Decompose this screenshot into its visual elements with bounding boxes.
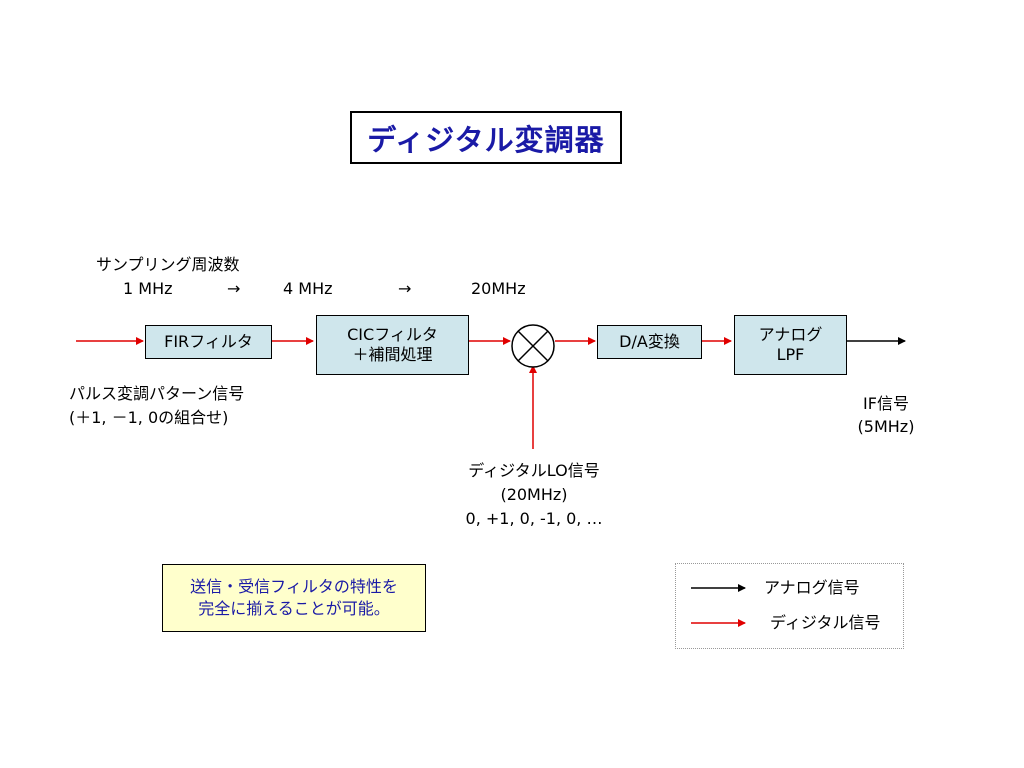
lo-signal-sequence: 0, +1, 0, -1, 0, … [465, 509, 603, 528]
legend-analog-label: アナログ信号 [764, 578, 860, 597]
rate-arrow-icon: → [398, 279, 412, 298]
title-box: ディジタル変調器 [350, 111, 622, 164]
analog-lpf-sublabel: LPF [776, 345, 805, 364]
fir-filter-label: FIRフィルタ [164, 332, 253, 351]
sampling-rate-3: 20MHz [471, 279, 526, 298]
input-signal-label: パルス変調パターン信号 [69, 384, 245, 403]
note-line-2: 完全に揃えることが可能。 [198, 599, 390, 618]
page-title: ディジタル変調器 [367, 122, 605, 157]
sampling-heading: サンプリング周波数 [96, 255, 240, 274]
analog-lpf-block: アナログ LPF [734, 315, 847, 375]
cic-filter-block: CICフィルタ ＋補間処理 [316, 315, 469, 375]
legend-digital-label: ディジタル信号 [770, 613, 881, 632]
output-signal-label: IF信号 [863, 394, 909, 413]
sampling-rate-1: 1 MHz [123, 279, 173, 298]
input-signal-values: (＋1, －1, 0の組合せ) [69, 408, 229, 427]
lo-signal-label: ディジタルLO信号 [468, 461, 600, 480]
output-signal-frequency: (5MHz) [857, 417, 915, 436]
sampling-rate-2: 4 MHz [283, 279, 333, 298]
fir-filter-block: FIRフィルタ [145, 325, 272, 359]
rate-arrow-icon: → [227, 279, 241, 298]
mixer-symbol [511, 324, 555, 368]
lo-signal-frequency: (20MHz) [500, 485, 568, 504]
legend [675, 563, 904, 649]
cic-filter-sublabel: ＋補間処理 [352, 345, 433, 364]
cic-filter-label: CICフィルタ [347, 325, 438, 344]
analog-lpf-label: アナログ [758, 325, 823, 344]
note-box: 送信・受信フィルタの特性を 完全に揃えることが可能。 [162, 564, 426, 632]
da-converter-block: D/A変換 [597, 325, 702, 359]
da-converter-label: D/A変換 [619, 332, 680, 351]
note-line-1: 送信・受信フィルタの特性を [190, 577, 398, 596]
